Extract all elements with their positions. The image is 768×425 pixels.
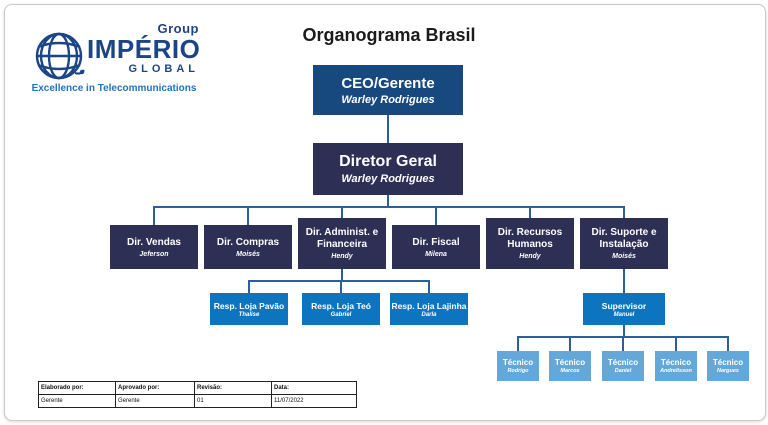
- org-node-tecnico-5: Técnico Nargues: [707, 351, 749, 381]
- page-title: Organograma Brasil: [302, 25, 476, 45]
- org-node-role: Resp. Loja Lajinha: [391, 300, 467, 311]
- connector-stores-bus: [248, 280, 430, 282]
- approval-table-header-row: Elaborado por: Aprovado por: Revisão: Da…: [38, 381, 357, 395]
- approval-value-elaborado: Gerente: [38, 394, 116, 408]
- connector-drop-recursos: [529, 206, 531, 218]
- connector-drop-tech-2: [569, 336, 571, 351]
- org-node-resp-loja-lajinha: Resp. Loja Lajinha Darla: [390, 293, 468, 325]
- org-node-role: Resp. Loja Pavão: [213, 300, 285, 311]
- org-node-diretor-geral: Diretor Geral Warley Rodrigues: [313, 143, 463, 195]
- org-node-role: Dir. Suporte e Instalação: [591, 227, 657, 250]
- org-node-name: Moisés: [612, 253, 636, 260]
- org-node-role: Dir. Vendas: [127, 236, 181, 248]
- org-node-name: Manuel: [613, 311, 635, 318]
- approval-header-elaborado: Elaborado por:: [38, 381, 116, 395]
- org-node-supervisor: Supervisor Manuel: [583, 293, 665, 325]
- approval-header-revisao: Revisão:: [194, 381, 272, 395]
- org-node-role: Resp. Loja Teó: [311, 300, 371, 311]
- connector-drop-tech-1: [517, 336, 519, 351]
- org-node-dir-fiscal: Dir. Fiscal Milena: [392, 225, 480, 269]
- org-node-role: Técnico: [502, 358, 534, 367]
- approval-header-data: Data:: [271, 381, 357, 395]
- org-node-tecnico-2: Técnico Marcos: [549, 351, 591, 381]
- org-node-role: Técnico: [554, 358, 586, 367]
- approval-value-data: 11/07/2022: [271, 394, 357, 408]
- org-chart-canvas: Group IMPÉRIO GLOBAL Excellence in Telec…: [4, 4, 766, 421]
- org-node-role: Dir. Fiscal: [412, 236, 460, 248]
- connector-drop-store-3: [428, 280, 430, 293]
- org-node-tecnico-3: Técnico Daniel: [602, 351, 644, 381]
- company-logo: Group IMPÉRIO GLOBAL Excellence in Telec…: [29, 21, 201, 101]
- org-node-role: CEO/Gerente: [341, 74, 435, 92]
- org-node-resp-loja-pavao: Resp. Loja Pavão Thalise: [210, 293, 288, 325]
- org-node-role: Técnico: [660, 358, 692, 367]
- approval-value-aprovado: Gerente: [115, 394, 195, 408]
- org-node-name: Andrelisson: [660, 368, 692, 374]
- org-node-tecnico-4: Técnico Andrelisson: [655, 351, 697, 381]
- logo-brand-text: IMPÉRIO: [87, 34, 201, 64]
- org-node-dir-recursos-humanos: Dir. Recursos Humanos Hendy: [486, 218, 574, 269]
- org-node-name: Jeferson: [139, 250, 169, 258]
- org-node-dir-administ-financeira: Dir. Administ. e Financeira Hendy: [298, 218, 386, 269]
- connector-drop-vendas: [153, 206, 155, 225]
- org-node-role: Dir. Administ. e Financeira: [305, 227, 379, 250]
- org-node-resp-loja-teo: Resp. Loja Teó Gabriel: [302, 293, 380, 325]
- org-node-name: Hendy: [519, 253, 541, 260]
- approval-header-aprovado: Aprovado por:: [115, 381, 195, 395]
- org-node-name: Daniel: [614, 368, 632, 374]
- org-node-role: Supervisor: [601, 300, 647, 311]
- logo-wordmark: Group IMPÉRIO GLOBAL: [87, 21, 201, 75]
- logo-global-text: GLOBAL: [128, 63, 199, 75]
- connector-drop-store-1: [248, 280, 250, 293]
- logo-group-text: Group: [157, 21, 199, 36]
- logo-tagline: Excellence in Telecommunications: [31, 83, 197, 94]
- org-node-name: Hendy: [331, 253, 353, 260]
- org-node-name: Marcos: [560, 368, 580, 374]
- connector-supervisor-bus: [623, 325, 625, 337]
- connector-director-bus: [387, 195, 389, 208]
- connector-ceo-director: [387, 115, 389, 143]
- org-node-role: Dir. Recursos Humanos: [497, 227, 563, 250]
- org-node-name: Gabriel: [330, 311, 352, 318]
- connector-drop-tech-4: [675, 336, 677, 351]
- connector-drop-tech-5: [727, 336, 729, 351]
- org-node-name: Thalise: [238, 311, 260, 318]
- org-node-dir-compras: Dir. Compras Moisés: [204, 225, 292, 269]
- connector-drop-administ: [341, 206, 343, 218]
- connector-drop-suporte: [623, 206, 625, 218]
- approval-table-value-row: Gerente Gerente 01 11/07/2022: [38, 394, 357, 408]
- connector-drop-compras: [247, 206, 249, 225]
- org-node-name: Nargues: [716, 368, 739, 374]
- org-node-name: Darla: [421, 311, 437, 318]
- org-node-dir-suporte-instalacao: Dir. Suporte e Instalação Moisés: [580, 218, 668, 269]
- connector-drop-tech-3: [622, 336, 624, 351]
- approval-value-revisao: 01: [194, 394, 272, 408]
- connector-drop-store-2: [340, 280, 342, 293]
- connector-suporte-supervisor: [623, 269, 625, 293]
- org-node-tecnico-1: Técnico Rodrigo: [497, 351, 539, 381]
- org-node-name: Warley Rodrigues: [341, 173, 435, 185]
- org-node-role: Técnico: [712, 358, 744, 367]
- org-node-name: Moisés: [236, 250, 260, 258]
- org-node-role: Técnico: [607, 358, 639, 367]
- org-node-ceo: CEO/Gerente Warley Rodrigues: [313, 65, 463, 115]
- org-node-name: Warley Rodrigues: [341, 93, 435, 106]
- org-node-role: Dir. Compras: [216, 236, 280, 248]
- org-node-name: Rodrigo: [507, 368, 529, 374]
- org-node-dir-vendas: Dir. Vendas Jeferson: [110, 225, 198, 269]
- globe-icon: [31, 29, 91, 94]
- connector-drop-fiscal: [435, 206, 437, 225]
- connector-administ-bus: [341, 269, 343, 282]
- approval-table: Elaborado por: Aprovado por: Revisão: Da…: [38, 381, 357, 408]
- org-node-role: Diretor Geral: [339, 153, 437, 170]
- org-node-name: Milena: [425, 250, 447, 258]
- connector-departments-bus: [153, 206, 625, 208]
